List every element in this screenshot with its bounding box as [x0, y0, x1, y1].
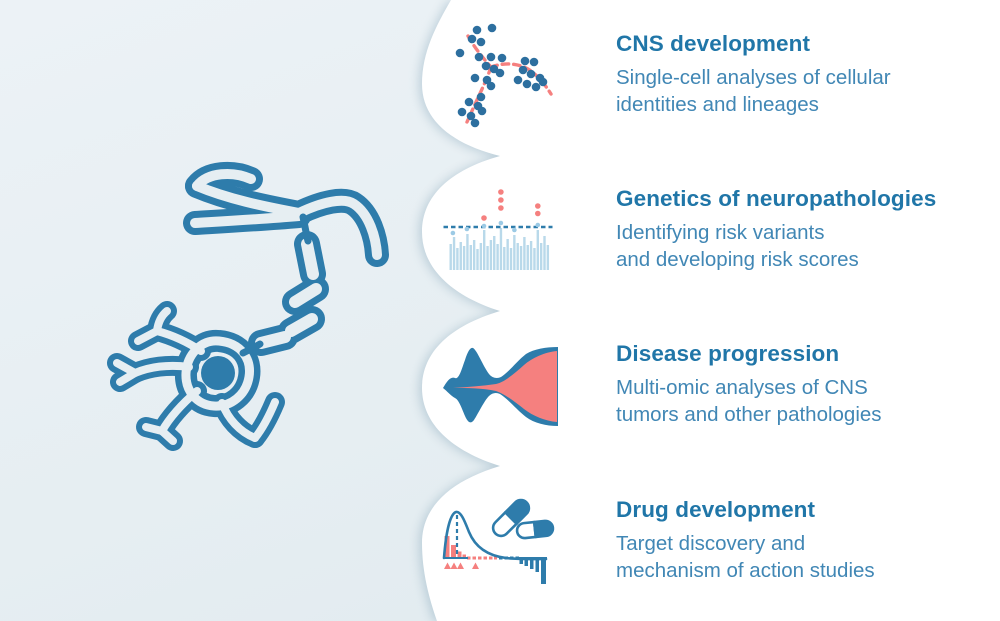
section-disease-progression: Disease progression Multi-omic analyses …	[616, 341, 986, 428]
section-desc-line: Multi-omic analyses of CNS	[616, 376, 868, 399]
section-desc-line: Target discovery and	[616, 532, 806, 555]
pk-curve	[442, 510, 548, 561]
section-drug-development: Drug development Target discovery and me…	[616, 497, 986, 584]
section-title: Genetics of neuropathologies	[616, 186, 937, 211]
section-desc-line: and developing risk scores	[616, 248, 859, 271]
fishplot-clonal-evolution-icon	[443, 347, 558, 426]
manhattan-plot-icon	[443, 189, 553, 270]
section-title: Drug development	[616, 497, 816, 522]
capsule-pill-icon	[515, 519, 555, 540]
section-genetics-of-neuropathologies: Genetics of neuropathologies Identifying…	[616, 186, 986, 273]
section-title: Disease progression	[616, 341, 840, 366]
scalloped-panel	[422, 0, 1000, 621]
section-desc-line: Single-cell analyses of cellular	[616, 66, 891, 89]
section-desc-line: identities and lineages	[616, 93, 819, 116]
panel-background	[422, 0, 1000, 621]
section-desc-line: Identifying risk variants	[616, 221, 825, 244]
single-cell-trajectory-scatter-icon	[455, 23, 553, 128]
section-title: CNS development	[616, 31, 811, 56]
section-cns-development: CNS development Single-cell analyses of …	[616, 31, 986, 118]
section-desc-line: mechanism of action studies	[616, 559, 875, 582]
neuron-illustration	[107, 162, 389, 451]
capsule-pill-icon	[491, 498, 531, 538]
axon-hillock	[239, 340, 264, 357]
axon-neck	[299, 213, 312, 245]
dose-response-curve-and-pills-icon	[442, 498, 555, 584]
nucleus	[201, 356, 235, 390]
section-desc-line: tumors and other pathologies	[616, 403, 882, 426]
